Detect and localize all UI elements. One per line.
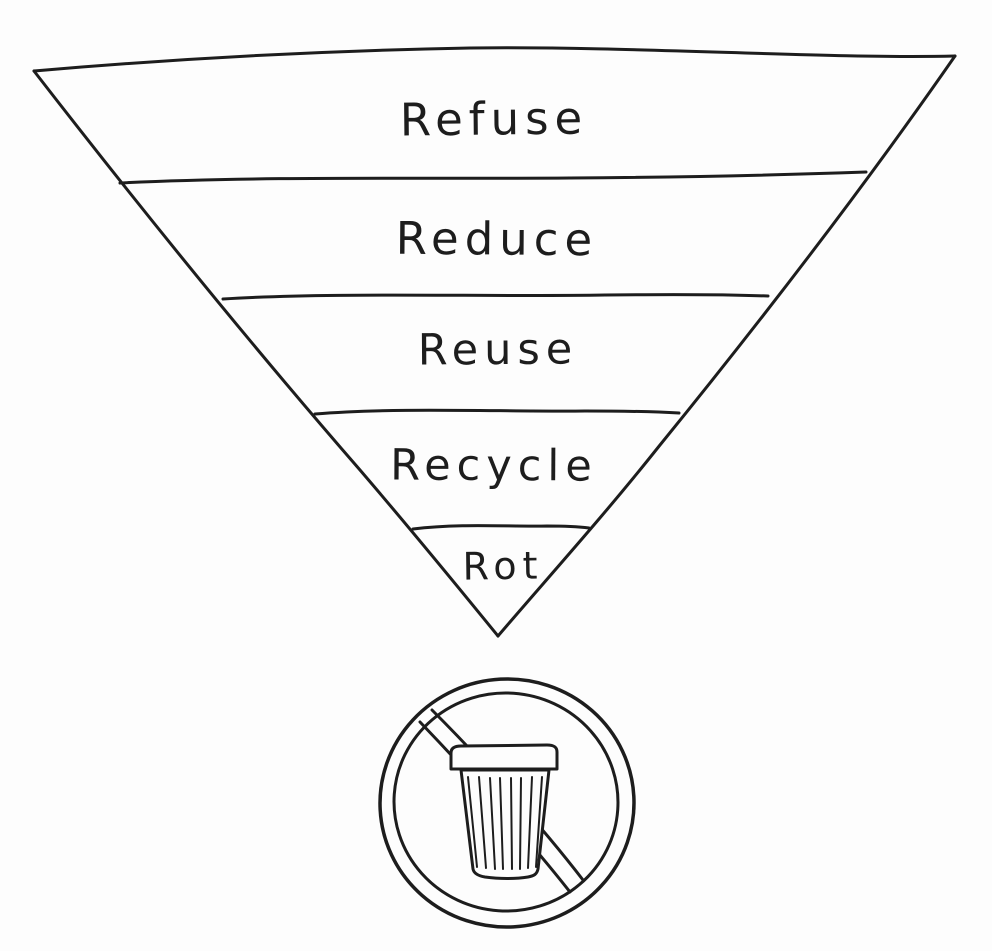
pyramid-right-edge (496, 54, 957, 638)
trash-can-ribs (467, 776, 543, 870)
divider-reuse-recycle (313, 408, 681, 416)
divider-recycle-rot (411, 524, 591, 531)
no-trash-icon (378, 677, 636, 929)
pyramid-level-label-rot: Rot (462, 543, 544, 589)
trash-can-lid (449, 743, 559, 771)
pyramid-left-edge (32, 69, 500, 638)
divider-reduce-reuse (221, 293, 770, 301)
pyramid-level-label-recycle: Recycle (390, 440, 598, 492)
divider-refuse-reduce (118, 170, 868, 185)
trash-can-body (459, 768, 551, 880)
pyramid-top-edge (32, 46, 957, 73)
prohibition-ring-inner (392, 691, 620, 913)
pyramid-level-label-refuse: Refuse (399, 91, 589, 147)
pyramid-level-label-reuse: Reuse (417, 324, 579, 376)
pyramid-level-label-reduce: Reduce (395, 211, 599, 267)
inverted-pyramid (32, 46, 957, 638)
prohibition-ring-outer (378, 677, 636, 929)
